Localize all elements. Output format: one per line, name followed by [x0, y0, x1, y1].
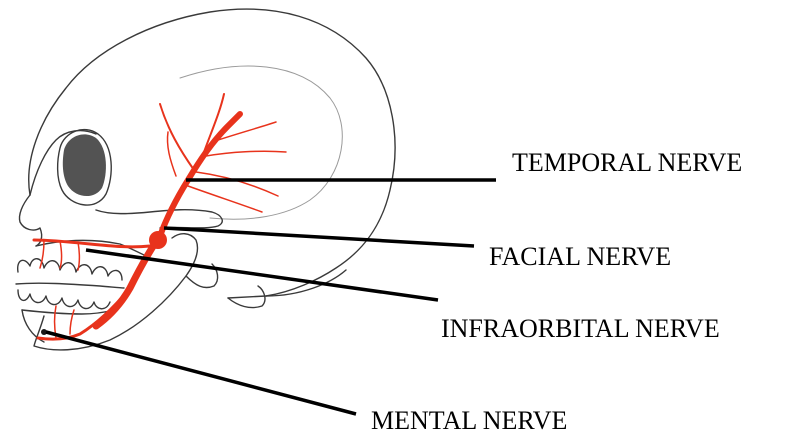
infraorbital-nerve-label: INFRAORBITAL NERVE — [441, 316, 720, 342]
temporal-twig-1 — [160, 104, 194, 170]
leader-mental — [46, 332, 356, 414]
temporal-nerve-label: TEMPORAL NERVE — [512, 150, 742, 176]
mental-nerve-label: MENTAL NERVE — [371, 408, 567, 434]
nasal-outline — [19, 195, 41, 246]
infraorbital-twig-2 — [60, 241, 62, 268]
temporal-ridge — [180, 66, 342, 219]
upper-teeth — [18, 259, 122, 280]
zygomatic-arch — [96, 210, 222, 228]
lower-teeth — [18, 290, 110, 309]
skull-base-outline — [228, 270, 346, 308]
infraorbital-twig-3 — [78, 242, 80, 270]
mandible-outline — [34, 234, 198, 350]
facial-nerve-label: FACIAL NERVE — [489, 244, 671, 270]
temporal-twig-6 — [188, 186, 262, 212]
temporal-twig-4 — [206, 151, 286, 156]
upper-teeth-line — [16, 283, 124, 288]
orbit-shading — [63, 134, 106, 196]
lower-teeth-line — [22, 310, 114, 314]
leader-facial — [164, 228, 474, 246]
facial-nerve-ganglion — [149, 231, 167, 249]
